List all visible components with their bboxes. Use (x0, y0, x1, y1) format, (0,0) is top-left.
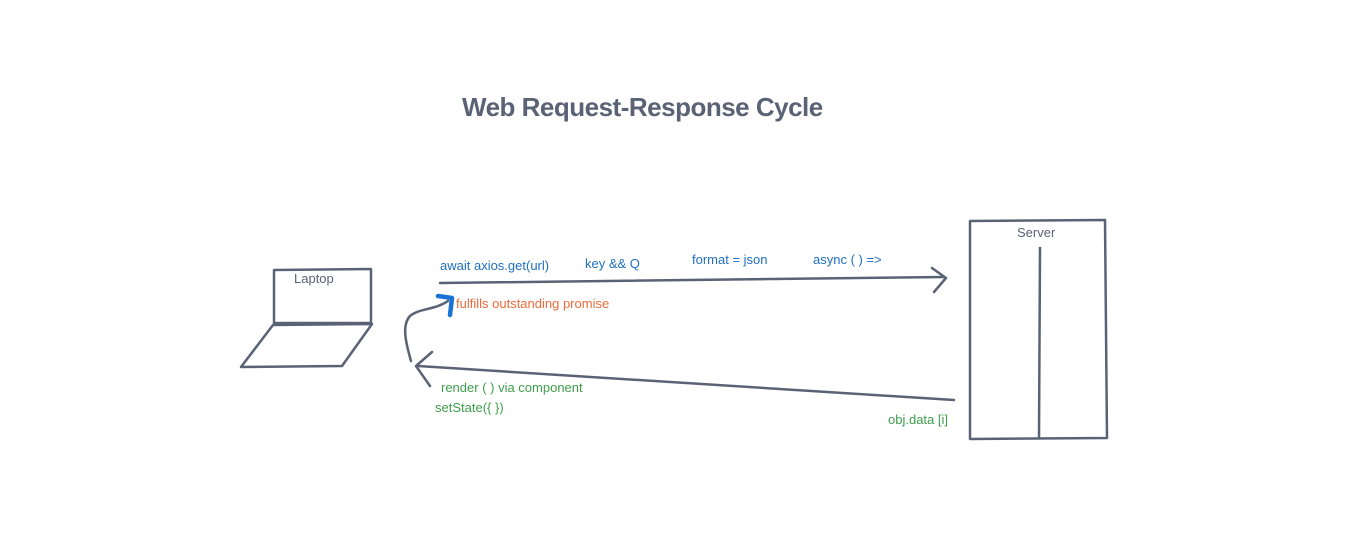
request-label-async: async ( ) => (813, 252, 882, 267)
laptop (239, 267, 374, 369)
server (968, 218, 1109, 441)
server-label: Server (1017, 225, 1056, 240)
response-arrow (414, 350, 956, 402)
data-label: obj.data [i] (888, 412, 948, 427)
server-box (968, 218, 1109, 441)
promise-note: fulfills outstanding promise (456, 296, 610, 311)
request-arrow (438, 266, 948, 294)
render-label: render ( ) via component (441, 380, 583, 395)
laptop-base (239, 322, 374, 369)
promise-hook-arrowhead (435, 293, 455, 318)
request-label-axios: await axios.get(url) (440, 258, 550, 273)
request-label-format: format = json (692, 252, 768, 267)
setstate-label: setState({ }) (435, 400, 504, 415)
diagram-title: Web Request-Response Cycle (462, 92, 823, 122)
request-label-key: key && Q (585, 256, 640, 271)
server-divider (1037, 246, 1042, 440)
laptop-label: Laptop (294, 271, 334, 286)
promise-hook-arrow (403, 293, 455, 363)
